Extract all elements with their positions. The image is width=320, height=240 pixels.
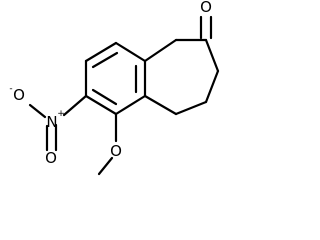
bond-ch2-c5 <box>143 94 178 116</box>
bond-ring-c5-c6 <box>114 94 147 116</box>
nitro-oxygen-lower-label: O <box>45 149 57 167</box>
carbonyl-oxygen-label: O <box>200 0 212 16</box>
nitro-oxygen-charge: - <box>9 84 12 94</box>
bond-carbonyl-c-ch2 <box>204 38 220 73</box>
bond-ch2-ch2-b <box>174 100 208 116</box>
bond-c1-nitro-n <box>62 94 88 117</box>
nitro-oxygen-upper-label: O <box>13 86 25 104</box>
chemical-structure: O N + O - O O <box>9 0 220 176</box>
bond-ring-c2-c3 <box>84 41 118 63</box>
nitro-nitrogen-charge: + <box>57 109 65 119</box>
nitro-nitrogen-label: N <box>46 113 57 131</box>
methoxy-oxygen-label: O <box>110 142 122 160</box>
bond-ring-c6-c1-inner <box>91 88 118 106</box>
bond-c4-ch2 <box>143 38 178 63</box>
bond-nitro-n-o-upper <box>28 103 47 119</box>
bond-ch2-ch2 <box>204 69 220 104</box>
bond-ring-c2-c3-inner <box>91 51 119 69</box>
bond-ring-c6-c1 <box>84 94 118 116</box>
bond-ring-c3-c4 <box>114 41 147 63</box>
bond-methoxy-o-ch3 <box>97 156 114 176</box>
